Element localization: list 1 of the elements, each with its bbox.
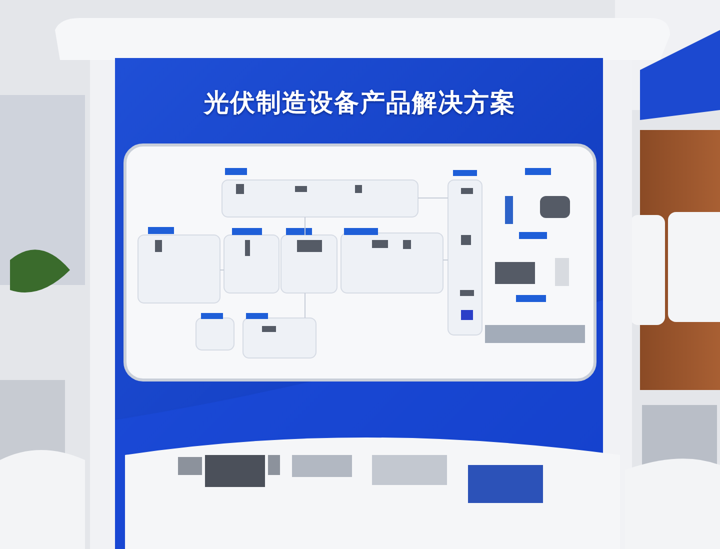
board-title: 光伏制造设备产品解决方案: [202, 87, 517, 119]
